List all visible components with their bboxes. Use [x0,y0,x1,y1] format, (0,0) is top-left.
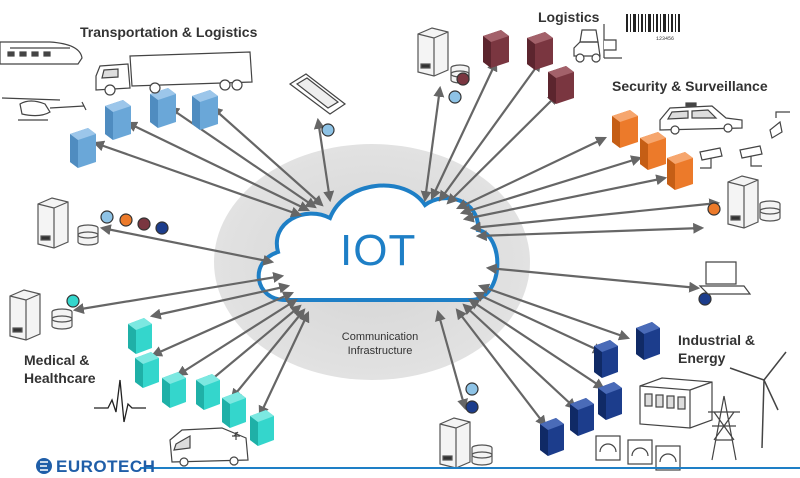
connection-arrows [72,60,721,427]
dot-logistics-2 [448,90,462,104]
arrow-bottom-server [435,309,468,411]
sector-label-security: Security & Surveillance [612,78,768,94]
protocol-dots [66,72,721,414]
ecg-waveform-icon [94,379,146,423]
dot-laptop [698,292,712,306]
dot-mobile [321,123,335,137]
barcode-number: 123456 [656,36,675,42]
arrow-medical-server [72,271,285,315]
mobile-device-icon [288,73,347,115]
sector-label-logistics: Logistics [538,9,600,25]
arrow-transport-4 [211,106,324,207]
cctv-cameras-icon [699,111,790,169]
arrow-left-server [99,224,275,266]
server-medical-icon [9,289,73,341]
dot-left-2 [119,213,133,227]
comm-infrastructure-label: Communication Infrastructure [320,330,440,358]
arrow-mobile [313,117,335,203]
logistics-devices [483,30,574,104]
sector-label-transportation: Transportation & Logistics [80,24,258,40]
arrow-laptop [485,263,701,293]
arrow-transport-3 [168,106,317,209]
power-tower-icon [708,395,740,461]
dot-security [707,202,721,216]
arrow-industrial-5 [455,308,547,427]
arrow-security-1 [456,136,607,210]
server-left-icon [37,197,99,249]
arrow-security-server-2 [475,222,705,242]
gauge-panels-icon [595,435,681,471]
dot-left-4 [155,221,169,235]
forklift-icon [573,24,622,63]
dot-left-3 [137,217,151,231]
arrow-medical-6 [258,311,310,417]
wind-turbine-icon [729,351,787,449]
police-car-icon [659,102,743,135]
comm-line-1: Communication [341,331,419,343]
dot-logistics-1 [456,72,470,86]
sector-label-industrial-2: Energy [678,350,726,366]
security-devices [612,110,693,190]
truck-icon [95,51,253,96]
sector-label-medical-2: Healthcare [24,370,96,386]
server-security-icon [727,175,781,229]
helicopter-icon [1,97,87,121]
dot-medical [66,294,80,308]
laptop-icon [698,261,752,295]
sector-label-industrial-1: Industrial & [678,332,756,348]
dot-bottom-1 [465,382,479,396]
medical-devices [128,318,274,446]
eurotech-logo-icon [36,458,52,474]
iot-title: IOT [340,226,417,275]
dot-bottom-2 [465,400,479,414]
ambulance-icon [169,427,249,467]
industrial-cabinet-icon [639,377,713,429]
industrial-devices [540,322,660,456]
server-bottom-icon [439,417,493,469]
brand-name: EUROTECH [56,457,156,476]
train-icon [0,41,83,65]
dot-left-1 [100,210,114,224]
comm-line-2: Infrastructure [347,345,413,357]
servers [9,27,781,469]
barcode-icon [626,14,680,32]
sector-label-medical-1: Medical & [24,352,90,368]
transport-devices [70,88,218,168]
